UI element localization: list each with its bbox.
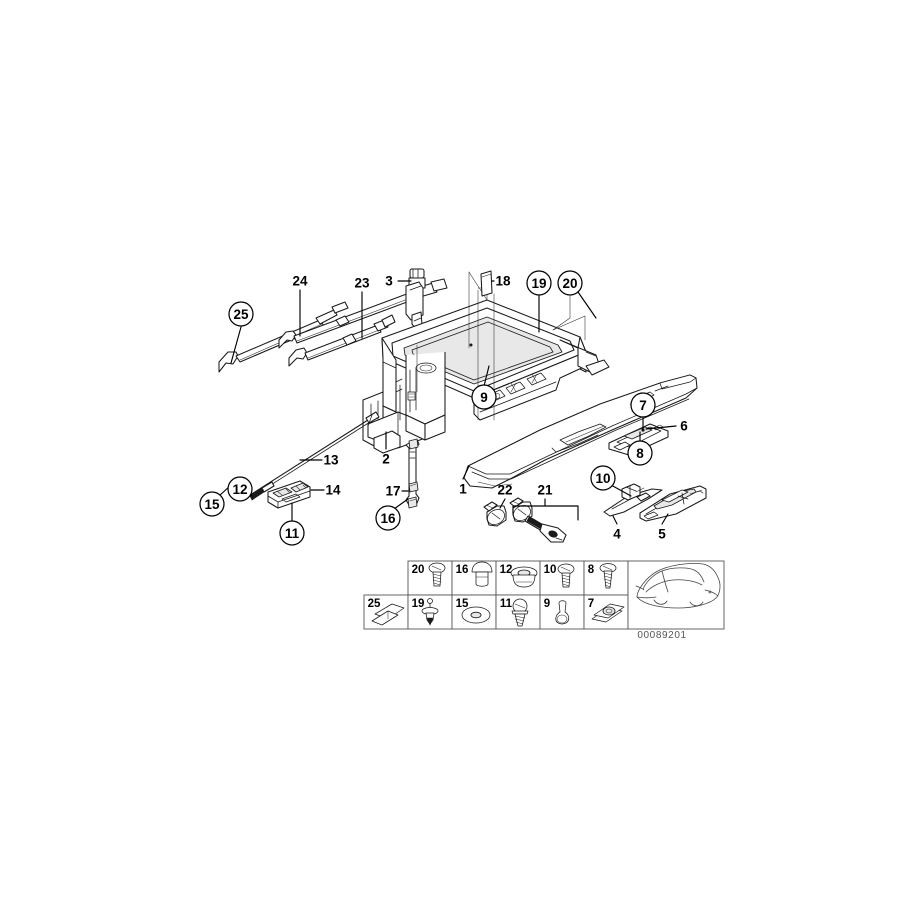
legend-number-8: 8	[588, 564, 595, 576]
clip-nut-icon	[591, 603, 625, 623]
callout-label-19: 19	[531, 276, 546, 291]
part-strut-link-17	[405, 438, 420, 509]
callout-label-10: 10	[595, 471, 610, 486]
legend-number-9: 9	[544, 598, 550, 610]
callout-label-13: 13	[323, 453, 339, 468]
legend-number-12: 12	[500, 564, 513, 576]
callout-marker-19[interactable]: 19	[526, 270, 552, 296]
part-bowden-cable-13	[249, 411, 380, 501]
callout-label-14: 14	[325, 483, 341, 498]
callout-label-1: 1	[459, 482, 467, 497]
grommet-icon	[510, 566, 538, 588]
part-lock-cylinder-22	[483, 501, 507, 527]
callout-marker-20[interactable]: 20	[557, 270, 583, 296]
pan-head-screw-icon	[428, 562, 446, 587]
legend-number-25: 25	[368, 598, 381, 610]
callout-label-4: 4	[613, 527, 621, 542]
callout-label-16: 16	[380, 511, 396, 526]
part-lock-lever-4	[603, 483, 663, 517]
callout-label-25: 25	[233, 307, 249, 322]
callout-label-23: 23	[354, 276, 370, 291]
callout-marker-8[interactable]: 8	[627, 440, 653, 466]
car-silhouette-icon	[635, 563, 721, 609]
callout-markers: 25 19 20 9 7 8 10 12	[199, 270, 688, 546]
callout-marker-7[interactable]: 7	[630, 392, 656, 418]
pan-head-screw-icon-10	[557, 563, 575, 588]
callout-marker-11[interactable]: 11	[279, 520, 305, 546]
callout-label-8: 8	[636, 446, 644, 461]
callout-label-12: 12	[232, 482, 247, 497]
part-glove-box-housing-2	[362, 271, 610, 454]
callout-label-20: 20	[562, 276, 577, 291]
callout-marker-12[interactable]: 12	[227, 476, 253, 502]
callout-label-11: 11	[285, 526, 300, 541]
callout-label-21: 21	[537, 483, 553, 498]
legend-number-10: 10	[544, 564, 557, 576]
legend-number-11: 11	[500, 598, 513, 610]
hardware-legend-table: 20 16 12 10 8 25 19 15 11 9 7	[363, 560, 725, 641]
callout-label-22: 22	[497, 483, 512, 498]
part-striker-bracket-6	[608, 423, 669, 456]
legend-number-7: 7	[588, 598, 594, 610]
callout-label-9: 9	[480, 390, 488, 405]
self-tapping-screw-icon	[599, 563, 617, 589]
callout-label-6: 6	[680, 419, 688, 434]
part-cover-cap-18	[480, 270, 493, 297]
legend-number-20: 20	[412, 564, 425, 576]
legend-number-15: 15	[456, 598, 469, 610]
callout-label-3: 3	[385, 274, 393, 289]
callout-marker-15[interactable]: 15	[199, 491, 225, 517]
callout-marker-9[interactable]: 9	[471, 384, 497, 410]
washer-icon	[461, 606, 491, 624]
legend-number-19: 19	[412, 598, 425, 610]
callout-label-5: 5	[658, 527, 666, 542]
legend-number-16: 16	[456, 564, 469, 576]
part-key-21	[524, 515, 567, 543]
callout-label-17: 17	[385, 484, 400, 499]
callout-label-15: 15	[204, 497, 220, 512]
callout-label-18: 18	[495, 274, 511, 289]
diagram-id-label: 00089201	[637, 630, 686, 641]
callout-label-2: 2	[382, 452, 390, 467]
part-cable-holder-14	[267, 480, 311, 509]
expanding-nut-icon	[555, 600, 570, 625]
adhesive-pad-icon	[371, 603, 405, 626]
callout-marker-25[interactable]: 25	[228, 301, 254, 327]
callout-marker-10[interactable]: 10	[590, 465, 616, 491]
callout-marker-16[interactable]: 16	[375, 505, 401, 531]
part-latch-housing-5	[639, 485, 707, 522]
flanged-screw-icon	[511, 598, 529, 627]
callout-label-7: 7	[639, 398, 647, 413]
part-lock-cylinder-21	[509, 497, 533, 523]
callout-label-24: 24	[292, 274, 308, 289]
round-head-rivet-icon	[471, 561, 493, 587]
expanding-rivet-icon	[421, 598, 439, 626]
